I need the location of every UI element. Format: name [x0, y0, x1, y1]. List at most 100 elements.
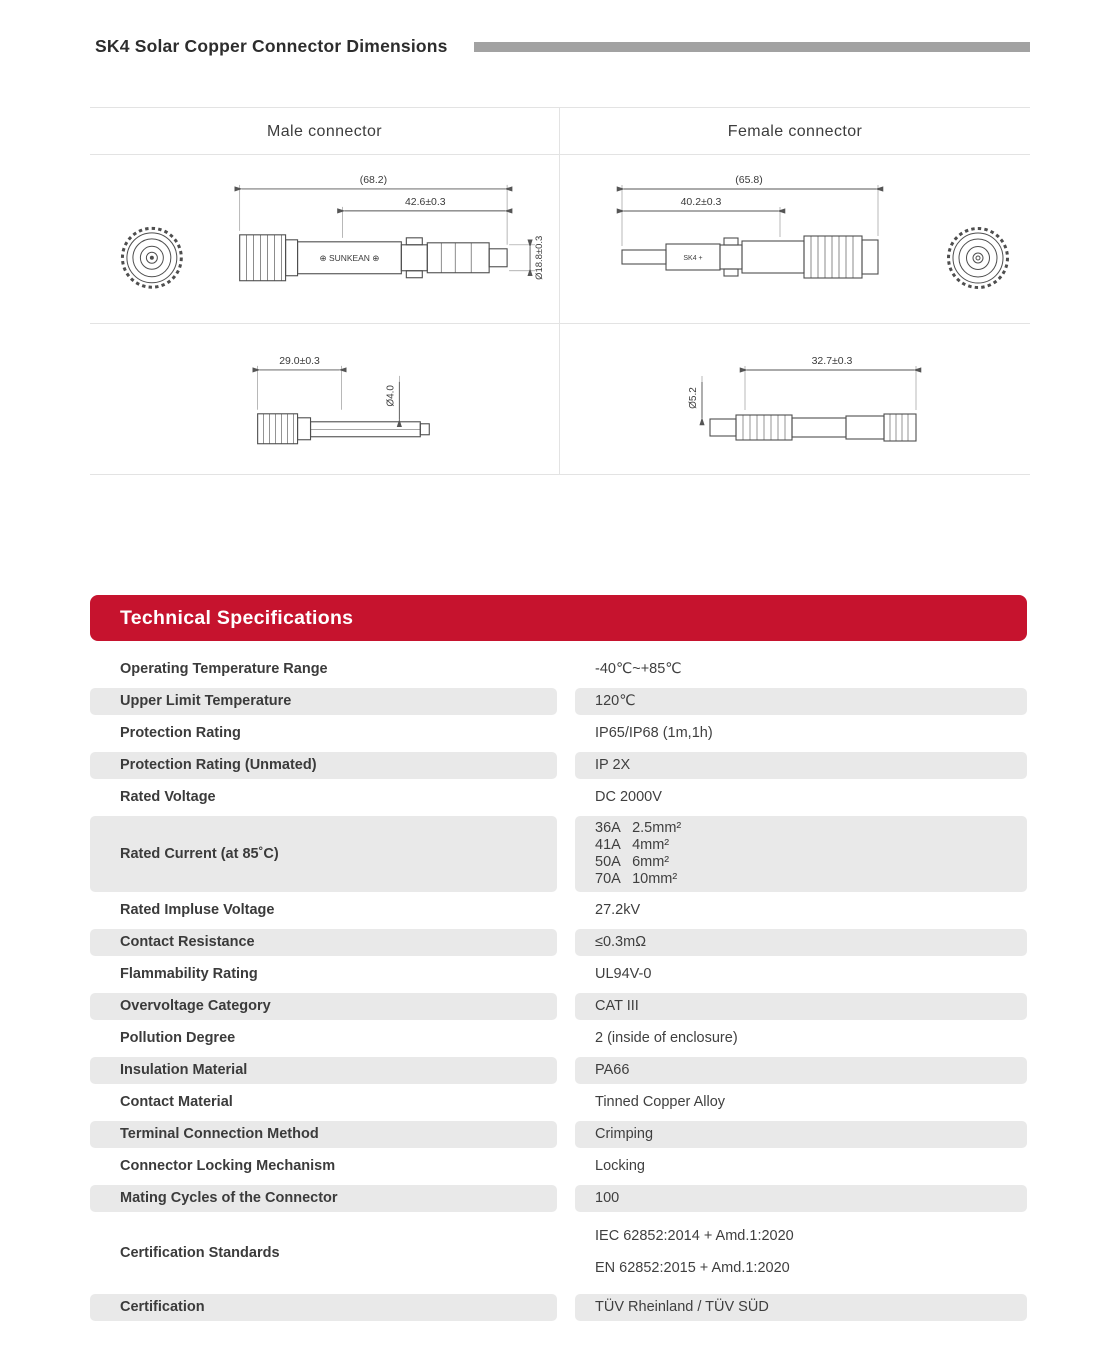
spec-value: UL94V-0	[595, 966, 652, 982]
spec-row: Mating Cycles of the Connector 100	[90, 1182, 1027, 1214]
spec-label: Rated Voltage	[120, 789, 216, 805]
specs-banner: Technical Specifications	[90, 595, 1027, 641]
spec-row: Terminal Connection Method Crimping	[90, 1118, 1027, 1150]
spec-row: Upper Limit Temperature 120℃	[90, 685, 1027, 717]
spec-label: Overvoltage Category	[90, 992, 557, 1020]
spec-value-line: IEC 62852:2014 + Amd.1:2020	[595, 1228, 794, 1244]
spec-row: Pollution Degree 2 (inside of enclosure)	[90, 1022, 1027, 1054]
spec-row: Protection Rating (Unmated) IP 2X	[90, 749, 1027, 781]
female-side-view-cell: SK4 +	[560, 155, 1030, 323]
spec-row: Flammability Rating UL94V-0	[90, 958, 1027, 990]
male-extension-lines	[239, 184, 536, 272]
dimensions-table-header: Male connector Female connector	[90, 108, 1030, 155]
side-view-row: ⊕ SUNKEAN ⊕ (68.2) 42.6±0.3	[90, 155, 1030, 323]
spec-value-line: EN 62852:2015 + Amd.1:2020	[595, 1260, 790, 1276]
male-end-view-drawing	[120, 226, 183, 289]
male-connector-side-drawing: ⊕ SUNKEAN ⊕ (68.2) 42.6±0.3	[120, 175, 545, 289]
specs-banner-title: Technical Specifications	[120, 606, 354, 629]
spec-label: Mating Cycles of the Connector	[90, 1184, 557, 1212]
spec-row: Contact Resistance ≤0.3mΩ	[90, 926, 1027, 958]
spec-row: Insulation Material PA66	[90, 1054, 1027, 1086]
technical-specifications-section: Technical Specifications Operating Tempe…	[90, 595, 1027, 1323]
spec-value-line: 41A 4mm²	[595, 836, 670, 853]
male-side-view-cell: ⊕ SUNKEAN ⊕ (68.2) 42.6±0.3	[90, 155, 560, 323]
spec-value: Locking	[595, 1158, 645, 1174]
spec-value-line: 36A 2.5mm²	[595, 819, 682, 836]
spec-rows: Operating Temperature Range -40℃~+85℃ Up…	[90, 653, 1027, 1323]
spec-value: PA66	[575, 1056, 1027, 1084]
spec-value: DC 2000V	[595, 789, 662, 805]
spec-value: 2 (inside of enclosure)	[595, 1030, 738, 1046]
male-pin-diameter-dim: Ø4.0	[385, 385, 396, 407]
female-bottom-dimension-lines	[699, 367, 922, 426]
female-body-length-dim: 40.2±0.3	[681, 196, 722, 208]
dimensions-table: Male connector Female connector	[90, 107, 1030, 475]
spec-value: ≤0.3mΩ	[575, 928, 1027, 956]
female-overall-length-dim: (65.8)	[735, 174, 762, 186]
male-bottom-dimension-lines	[252, 367, 402, 428]
spec-value: Crimping	[575, 1120, 1027, 1148]
spec-value: 120℃	[575, 687, 1027, 715]
male-bottom-view-drawing	[257, 413, 430, 445]
spec-row: Connector Locking Mechanism Locking	[90, 1150, 1027, 1182]
female-extension-lines	[621, 185, 879, 246]
spec-value: IP65/IP68 (1m,1h)	[595, 725, 713, 741]
male-body-length-dim: 42.6±0.3	[405, 197, 446, 208]
spec-value: 27.2kV	[595, 902, 641, 918]
spec-row: Operating Temperature Range -40℃~+85℃	[90, 653, 1027, 685]
female-dimension-lines	[616, 186, 884, 214]
spec-value: -40℃~+85℃	[595, 661, 682, 677]
spec-row: Rated Impluse Voltage 27.2kV	[90, 894, 1027, 926]
page-header: SK4 Solar Copper Connector Dimensions	[95, 36, 1030, 57]
female-bottom-view-drawing	[709, 413, 917, 442]
spec-label: Contact Material	[120, 1094, 233, 1110]
female-bottom-extension-lines	[701, 366, 917, 417]
female-brand-text: SK4 +	[683, 255, 702, 262]
male-bottom-view-cell: 29.0±0.3 Ø4.0	[90, 324, 560, 474]
spec-label: Contact Resistance	[90, 928, 557, 956]
spec-label: Operating Temperature Range	[120, 661, 328, 677]
spec-label: Protection Rating	[120, 725, 241, 741]
male-overall-length-dim: (68.2)	[360, 175, 387, 186]
spec-value: CAT III	[575, 992, 1027, 1020]
spec-row: Certification TÜV Rheinland / TÜV SÜD	[90, 1291, 1027, 1323]
male-connector-header: Male connector	[90, 108, 560, 154]
female-length-dim: 32.7±0.3	[812, 355, 853, 367]
spec-value: 100	[575, 1184, 1027, 1212]
spec-label: Terminal Connection Method	[90, 1120, 557, 1148]
male-side-view-drawing	[239, 234, 508, 282]
title-decorative-bar	[473, 41, 1030, 52]
bottom-view-row: 29.0±0.3 Ø4.0	[90, 323, 1030, 474]
spec-label: Rated Impluse Voltage	[120, 902, 275, 918]
spec-label: Rated Current (at 85˚C)	[90, 815, 557, 892]
spec-label: Flammability Rating	[120, 966, 258, 982]
spec-row: Overvoltage Category CAT III	[90, 990, 1027, 1022]
male-bottom-extension-lines	[257, 365, 400, 420]
spec-label: Certification	[90, 1293, 557, 1321]
spec-value: IEC 62852:2014 + Amd.1:2020 EN 62852:2015…	[575, 1217, 1027, 1289]
spec-label: Upper Limit Temperature	[90, 687, 557, 715]
female-side-view-drawing	[621, 235, 879, 279]
spec-label: Pollution Degree	[120, 1030, 236, 1046]
female-end-view-drawing	[947, 227, 1009, 289]
female-socket-diameter-dim: Ø5.2	[688, 387, 699, 409]
female-connector-side-drawing: SK4 +	[616, 174, 1009, 289]
female-connector-bottom-drawing: Ø5.2 32.7±0.3	[688, 355, 922, 442]
male-connector-bottom-drawing: 29.0±0.3 Ø4.0	[252, 356, 430, 445]
male-dimension-lines	[234, 186, 533, 277]
female-bottom-view-cell: Ø5.2 32.7±0.3	[560, 324, 1030, 474]
spec-label: Certification Standards	[120, 1244, 280, 1261]
spec-value: Tinned Copper Alloy	[595, 1094, 726, 1110]
male-pin-length-dim: 29.0±0.3	[279, 356, 320, 367]
male-brand-text: ⊕ SUNKEAN ⊕	[320, 253, 380, 263]
spec-value-line: 50A 6mm²	[595, 853, 670, 870]
page-title: SK4 Solar Copper Connector Dimensions	[95, 36, 448, 56]
spec-row: Contact Material Tinned Copper Alloy	[90, 1086, 1027, 1118]
male-diameter-dim: Ø18.8±0.3	[534, 236, 545, 280]
spec-row: Certification Standards IEC 62852:2014 +…	[90, 1214, 1027, 1291]
spec-value-line: 70A 10mm²	[595, 870, 678, 887]
spec-label: Connector Locking Mechanism	[120, 1158, 336, 1174]
